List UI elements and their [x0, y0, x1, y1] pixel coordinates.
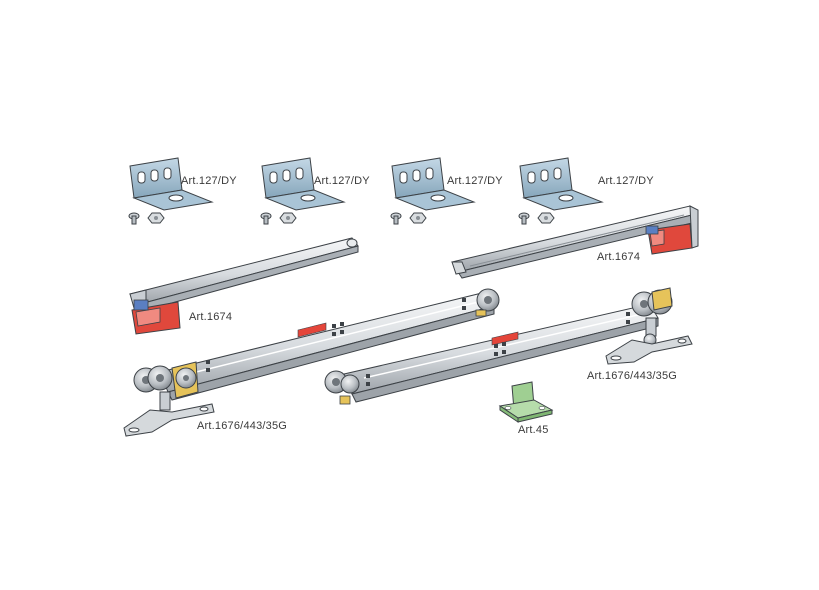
door-stop-right-label: Art.1674 [597, 251, 641, 263]
door-stop-left-label: Art.1674 [189, 311, 233, 323]
bracket-4-label: Art.127/DY [598, 175, 654, 187]
bracket-1-label: Art.127/DY [181, 175, 237, 187]
floor-guide-label: Art.45 [518, 424, 549, 436]
door-stop-left [129, 237, 359, 335]
bracket-4 [518, 157, 604, 225]
bracket-2 [260, 157, 346, 225]
floor-guide [498, 381, 554, 423]
bracket-2-label: Art.127/DY [314, 175, 370, 187]
bracket-3 [390, 157, 476, 225]
hanger-assembly-left-label: Art.1676/443/35G [197, 420, 288, 432]
hanger-assembly-right [324, 287, 693, 405]
bracket-1 [128, 157, 214, 225]
hanger-assembly-left [123, 288, 500, 437]
hanger-assembly-right-label: Art.1676/443/35G [587, 370, 678, 382]
bracket-3-label: Art.127/DY [447, 175, 503, 187]
door-stop-right [451, 205, 699, 279]
